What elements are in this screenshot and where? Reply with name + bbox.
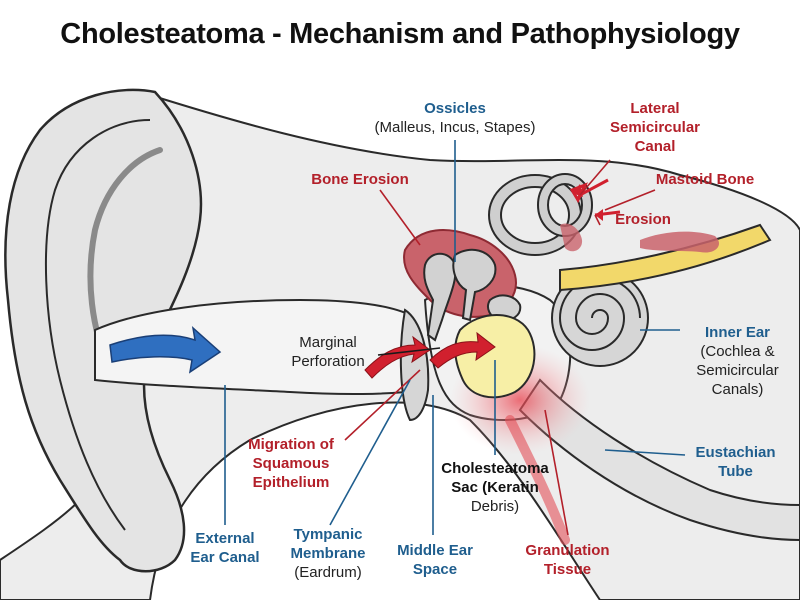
label-migration-epithelium: Migration of Squamous Epithelium — [248, 436, 334, 491]
sound-flow-arrow-icon — [109, 326, 222, 374]
canal-loop-a-inner — [490, 176, 580, 254]
label-tympanic-membrane: Tympanic Membrane (Eardrum) — [290, 526, 366, 581]
label-inner-ear: Inner Ear (Cochlea & Semicircular Canals… — [696, 324, 779, 398]
label-cholesteatoma-sac: Cholesteatoma Sac (Keratin Debris) — [441, 460, 549, 515]
label-bone-erosion: Bone Erosion — [311, 171, 409, 188]
granulation-streak — [505, 415, 570, 545]
label-eustachian-tube: Eustachian Tube — [695, 444, 776, 480]
sac-migration-arrow — [429, 331, 496, 369]
label-middle-ear-space: Middle Ear Space — [397, 542, 473, 578]
malleus-shape — [423, 252, 457, 342]
helix-fold — [44, 119, 151, 531]
label-mastoid-bone: Mastoid Bone — [655, 171, 755, 188]
cholesteatoma-sac-shape — [454, 314, 536, 399]
label-ossicles: Ossicles (Malleus, Incus, Stapes) — [374, 100, 536, 136]
label-external-ear-canal: External Ear Canal — [190, 530, 260, 566]
label-granulation-tissue: Granulation Tissue — [525, 542, 610, 578]
label-marginal-perforation: Marginal Perforation — [291, 334, 365, 370]
label-erosion: Erosion — [615, 211, 671, 228]
mastoid-erosion — [640, 231, 720, 253]
page-title: Cholesteatoma - Mechanism and Pathophysi… — [60, 18, 740, 50]
canal-erosion-patch — [560, 223, 583, 252]
label-lateral-canal: Lateral Semicircular Canal — [609, 100, 701, 155]
incus-shape — [452, 248, 497, 322]
tympanic-membrane-shape — [399, 308, 430, 422]
